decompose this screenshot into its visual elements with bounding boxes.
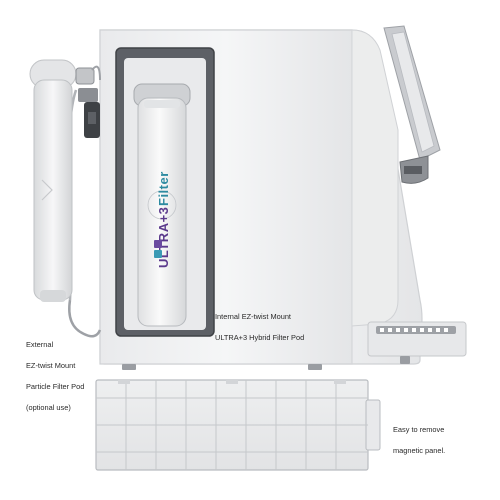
external-caption-line: EZ-twist Mount — [26, 361, 76, 371]
external-caption-line: (optional use) — [26, 402, 71, 412]
external-filter-caption: External EZ-twist Mount Particle Filter … — [26, 330, 84, 424]
filter-word-label: Filter — [156, 171, 171, 206]
panel-caption-line: magnetic panel. — [393, 446, 446, 456]
panel-caption-line: Easy to remove — [393, 425, 445, 435]
magnetic-panel — [95, 379, 381, 471]
filter-brand-label: ULTRA+3 — [156, 207, 171, 268]
external-filter-pod — [29, 59, 102, 338]
control-panel — [383, 25, 441, 184]
feet — [122, 356, 410, 370]
external-caption-line: Particle Filter Pod — [26, 382, 85, 392]
side-connectors — [75, 65, 101, 138]
internal-caption-line: ULTRA+3 Hybrid Filter Pod — [215, 333, 305, 343]
drip-tray — [367, 321, 467, 357]
magnetic-panel-caption: Easy to remove magnetic panel. — [393, 415, 445, 467]
internal-filter-caption: Internal EZ-twist Mount ULTRA+3 Hybrid F… — [215, 302, 304, 354]
internal-caption-line: Internal EZ-twist Mount — [215, 312, 291, 322]
external-caption-line: External — [26, 340, 54, 350]
internal-filter-pod: ULTRA+3 Filter — [133, 83, 191, 327]
